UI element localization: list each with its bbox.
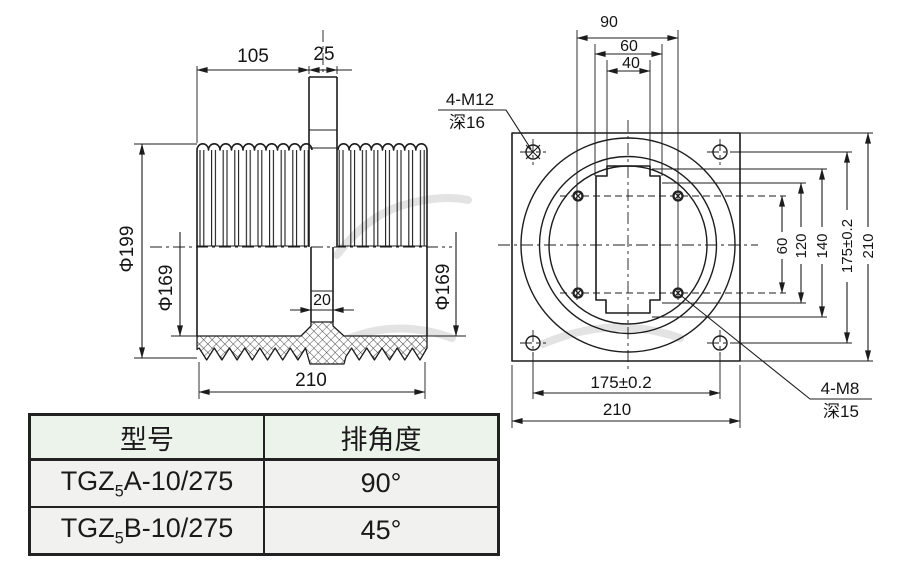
dim-210-side: 210 <box>295 370 327 391</box>
center-slot <box>595 165 661 314</box>
front-bottom-dimensions: 175±0.2 210 <box>511 352 741 428</box>
dim-175-bottom: 175±0.2 <box>590 373 651 392</box>
callout-m8-depth: 深15 <box>823 402 859 421</box>
callout-4-m12: 4-M12 深16 <box>438 90 532 150</box>
dim-175-right: 175±0.2 <box>839 219 856 273</box>
angle-cell: 90° <box>263 458 500 508</box>
model-cell: TGZ5B-10/275 <box>28 506 265 556</box>
callout-m8-label: 4-M8 <box>821 379 860 398</box>
dim-20: 20 <box>313 292 331 309</box>
model-sub: 5 <box>114 529 124 548</box>
dim-60-right: 60 <box>774 238 791 255</box>
dim-phi169-right: Φ169 <box>433 264 454 311</box>
dim-120: 120 <box>793 233 810 258</box>
model-rest: B-10/275 <box>123 512 234 543</box>
model-prefix: TGZ <box>60 465 115 496</box>
table-row: TGZ5B-10/275 45° <box>28 506 500 556</box>
dim-phi199: Φ199 <box>117 226 138 273</box>
callout-4-m8: 4-M8 深15 <box>678 293 872 421</box>
callout-m12-depth: 深16 <box>449 113 485 132</box>
dim-90: 90 <box>600 14 618 31</box>
callout-m12-label: 4-M12 <box>446 90 494 109</box>
header-angle: 排角度 <box>263 413 500 461</box>
table-header-row: 型号 排角度 <box>28 413 500 461</box>
dim-105: 105 <box>237 46 269 67</box>
shed-ribs <box>196 143 428 247</box>
top-stem <box>308 76 338 247</box>
model-prefix: TGZ <box>60 512 115 543</box>
lower-neck <box>310 247 334 322</box>
front-view: 90 60 40 60 120 140 175±0.2 210 <box>438 14 877 428</box>
mounting-plate <box>511 132 741 362</box>
base-flange-hatch <box>196 321 428 365</box>
model-sub: 5 <box>114 482 124 501</box>
dim-25: 25 <box>313 44 334 65</box>
dim-40: 40 <box>622 55 640 72</box>
m12-corner-holes <box>520 139 733 356</box>
side-view-dimensions: 105 25 Φ199 Φ169 Φ169 20 210 <box>117 44 466 399</box>
side-view: 105 25 Φ199 Φ169 Φ169 20 210 <box>117 30 466 399</box>
dim-phi169-left: Φ169 <box>156 265 177 312</box>
m8-holes <box>560 190 786 299</box>
dim-210-right: 210 <box>860 233 877 258</box>
model-rest: A-10/275 <box>123 465 234 496</box>
table-row: TGZ5A-10/275 90° <box>28 458 500 508</box>
dim-60-top: 60 <box>620 38 638 55</box>
dim-140: 140 <box>814 233 831 258</box>
spec-table: 型号 排角度 TGZ5A-10/275 90° TGZ5B-10/275 45° <box>28 413 500 556</box>
front-right-dimensions: 60 120 140 175±0.2 210 <box>652 132 877 362</box>
front-top-dimensions: 90 60 40 <box>576 14 679 300</box>
model-cell: TGZ5A-10/275 <box>28 458 265 508</box>
dim-210-bottom: 210 <box>603 400 631 419</box>
header-model: 型号 <box>28 413 265 461</box>
angle-cell: 45° <box>263 506 500 556</box>
